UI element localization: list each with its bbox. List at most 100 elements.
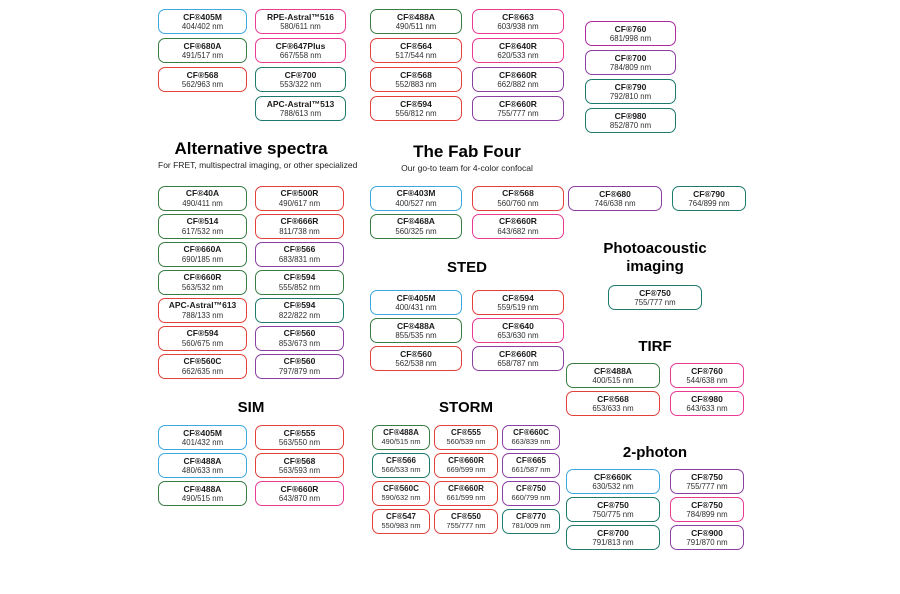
dye-ex-em-value: 653/633 nm (592, 404, 634, 414)
dye-name: CF®980 (614, 110, 647, 121)
dye-ex-em-value: 560/325 nm (395, 226, 437, 236)
dye-name: CF®660R (448, 456, 484, 466)
dye-name: CF®560 (283, 328, 316, 339)
dye-ex-em-value: 764/899 nm (688, 199, 730, 209)
sted-title: STED (446, 259, 487, 276)
dye-ex-em-value: 400/527 nm (395, 198, 437, 208)
dye-name: CF®514 (186, 216, 219, 227)
dye-ex-em-value: 544/638 nm (686, 376, 728, 386)
dye-name: CF®640 (502, 320, 534, 331)
dye-ex-em-value: 755/777 nm (497, 109, 539, 119)
dye-ex-em-value: 788/613 nm (279, 109, 322, 119)
dye-ex-em-value: 404/402 nm (181, 22, 224, 32)
dye-name: CF®750 (516, 484, 546, 494)
dye-name: CF®564 (400, 40, 432, 51)
dye-ex-em-value: 480/633 nm (181, 466, 224, 476)
dye-name: CF®750 (691, 471, 723, 482)
dye-name: CF®488A (594, 365, 632, 376)
dye-name: CF®594 (186, 328, 219, 339)
alternative-spectra-title: Alternative spectra (174, 139, 328, 158)
dye-name: CF®750 (597, 499, 629, 510)
dye-ex-em-value: 563/593 nm (278, 466, 321, 476)
dye-ex-em-value: 562/963 nm (181, 80, 224, 90)
dye-name: CF®750 (639, 287, 671, 298)
dye-ex-em-value: 566/533 nm (381, 465, 421, 475)
dye-name: CF®660A (183, 244, 222, 255)
dye-name: CF®660R (499, 216, 537, 227)
dye-ex-em-value: 562/538 nm (395, 359, 437, 369)
dye-name: CF®560 (283, 356, 316, 367)
dye-ex-em-value: 490/515 nm (381, 437, 421, 447)
dye-name: CF®647Plus (275, 40, 326, 51)
section-alternative-spectra: Alternative spectra For FRET, multispect… (158, 139, 357, 379)
dye-ex-em-value: 788/133 nm (181, 310, 224, 320)
dye-ex-em-value: 855/535 nm (395, 331, 437, 341)
dye-ex-em-value: 560/539 nm (446, 437, 486, 447)
dye-ex-em-value: 797/879 nm (278, 366, 321, 376)
dye-name: CF®568 (283, 455, 316, 466)
dye-name: CF®660R (280, 483, 319, 494)
dye-name: CF®568 (400, 69, 432, 80)
dye-name: CF®40A (185, 188, 220, 199)
dye-ex-em-value: 490/515 nm (181, 494, 224, 504)
dye-name: CF®660R (183, 272, 222, 283)
dye-name: CF®665 (516, 456, 546, 466)
dye-ex-em-value: 791/870 nm (686, 538, 728, 548)
dye-ex-em-value: 401/432 nm (181, 438, 224, 448)
dye-ex-em-value: 755/777 nm (446, 521, 486, 531)
dye-name: CF®500R (280, 188, 319, 199)
dye-ex-em-value: 563/550 nm (278, 438, 321, 448)
dye-ex-em-value: 590/632 nm (381, 493, 421, 503)
dye-name: CF®566 (386, 456, 416, 466)
dye-ex-em-value: 781/009 nm (511, 521, 551, 531)
dye-ex-em-value: 560/675 nm (181, 338, 224, 348)
dye-name: CF®760 (614, 23, 647, 34)
dye-ex-em-value: 603/938 nm (497, 22, 539, 32)
dye-ex-em-value: 400/515 nm (592, 376, 634, 386)
fab-four-title: The Fab Four (413, 142, 521, 161)
